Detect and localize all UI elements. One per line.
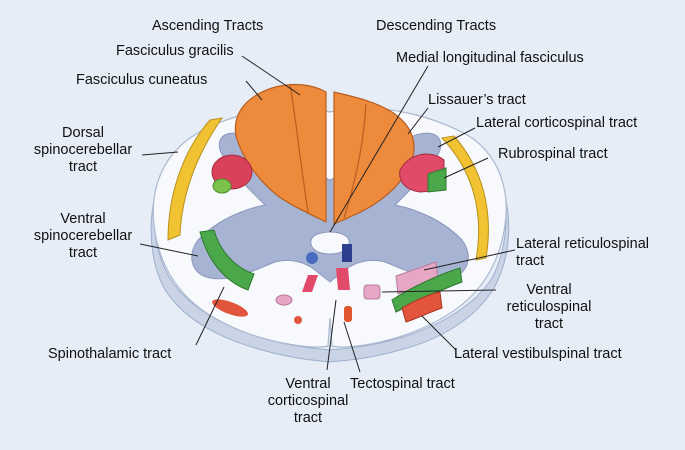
label-lateral-corticospinal: Lateral corticospinal tract <box>476 115 638 131</box>
label-medial-longitudinal: Medial longitudinal fasciculus <box>396 50 584 66</box>
tectospinal-right <box>344 306 352 322</box>
label-rubrospinal: Rubrospinal tract <box>498 146 608 162</box>
gracilis-divider <box>289 83 309 213</box>
leader-lines <box>139 55 516 373</box>
reticulo-left <box>275 294 293 306</box>
header-descending-tracts: Descending Tracts <box>376 18 497 34</box>
label-dorsal-spinocerebellar: Dorsal spinocerebellar tract <box>33 125 133 175</box>
gracilis-divider-right <box>343 103 367 219</box>
tecto-left <box>294 316 302 324</box>
lateral-vestibulospinal-right <box>401 291 443 323</box>
rubrospinal-right-green <box>427 167 447 193</box>
label-tectospinal: Tectospinal tract <box>350 376 455 392</box>
spinothalamic-left <box>212 299 248 317</box>
rubrospinal-left-green <box>212 178 232 194</box>
dorsal-spinocerebellar-right <box>440 135 489 261</box>
red-left-small <box>302 275 318 292</box>
label-fasciculus-cuneatus: Fasciculus cuneatus <box>76 72 208 88</box>
label-lateral-reticulospinal: Lateral reticulospinal tract <box>516 236 649 269</box>
dorsal-spinocerebellar-left <box>167 117 224 241</box>
label-ventral-spinocerebellar: Ventral spinocerebellar tract <box>33 211 133 261</box>
ventral-spinocerebellar-left <box>199 229 255 291</box>
label-fasciculus-gracilis: Fasciculus gracilis <box>116 43 234 59</box>
blue-left <box>306 252 318 264</box>
label-ventral-corticospinal: Ventral corticospinal tract <box>267 376 349 426</box>
header-ascending-tracts: Ascending Tracts <box>152 18 264 34</box>
label-ventral-reticulospinal: Ventral reticulospinal tract <box>506 282 592 332</box>
ventral-reticulospinal-cyl <box>363 284 381 300</box>
red-right-small <box>336 268 350 290</box>
label-spinothalamic: Spinothalamic tract <box>48 346 172 362</box>
mlf-right <box>342 244 352 262</box>
label-lissauer: Lissauer’s tract <box>428 92 526 108</box>
label-lateral-vestibulospinal: Lateral vestibulspinal tract <box>454 346 622 362</box>
